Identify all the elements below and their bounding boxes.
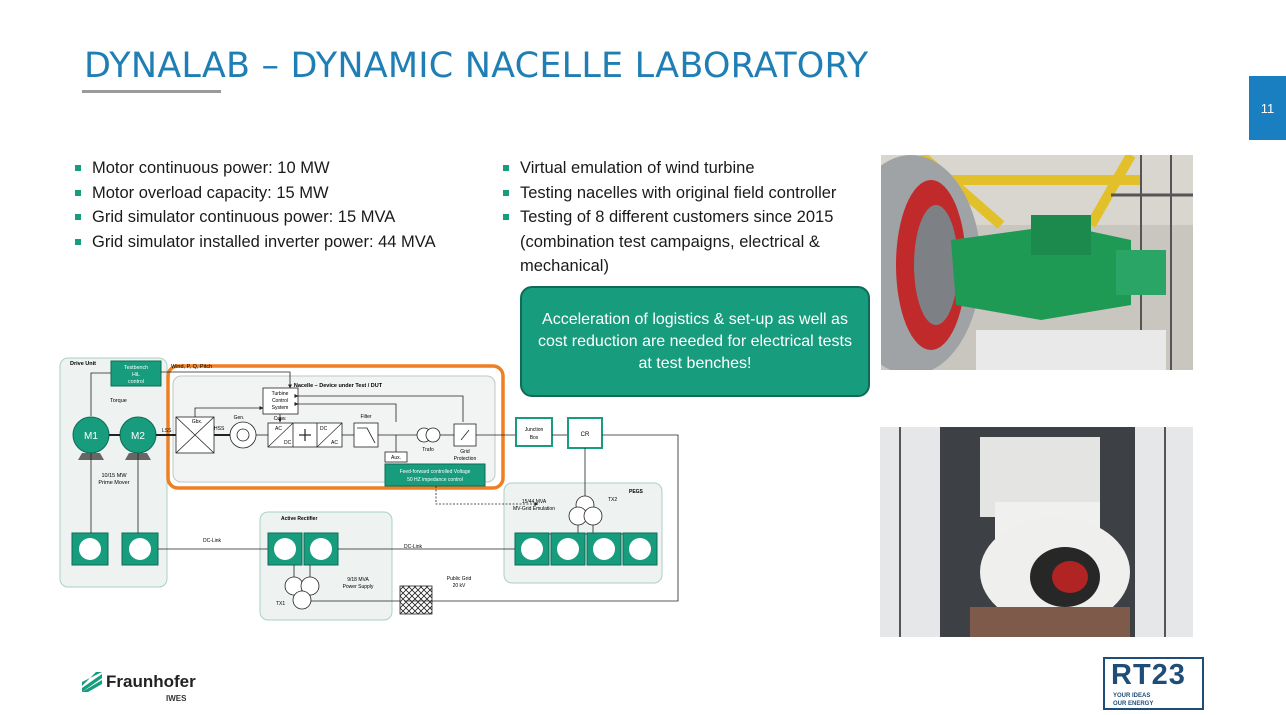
svg-text:Public Grid: Public Grid — [447, 576, 472, 582]
drive-unit-label: Drive Unit — [70, 361, 96, 367]
feed-forward-box — [384, 463, 486, 487]
svg-text:MV-Grid Emulation: MV-Grid Emulation — [513, 506, 555, 512]
aux-box — [384, 451, 408, 463]
list-item: Motor overload capacity: 15 MW — [75, 181, 436, 206]
wind-label: Wind, P, Q, Pitch — [171, 364, 212, 370]
svg-text:PEGS: PEGS — [629, 489, 644, 495]
rt23-logo: RT23 YOUR IDEAS OUR ENERGY — [1103, 657, 1204, 710]
logo-subtitle: IWES — [166, 694, 187, 703]
svg-text:DC: DC — [284, 440, 292, 446]
svg-text:Gbx.: Gbx. — [192, 419, 203, 425]
svg-text:Aux.: Aux. — [391, 455, 401, 461]
svg-text:20 kV: 20 kV — [453, 583, 466, 589]
rt23-tagline: YOUR IDEAS OUR ENERGY — [1113, 693, 1154, 707]
svg-text:DC: DC — [320, 426, 328, 432]
junction-box — [515, 417, 553, 447]
list-item: Grid simulator installed inverter power:… — [75, 230, 436, 255]
svg-text:AC: AC — [275, 426, 282, 432]
svg-text:System: System — [272, 405, 289, 411]
svg-text:TX1: TX1 — [276, 601, 285, 607]
public-grid — [399, 585, 433, 615]
svg-text:Control: Control — [272, 398, 288, 404]
list-item: Virtual emulation of wind turbine — [503, 156, 873, 181]
specs-list: Motor continuous power: 10 MW Motor over… — [75, 156, 436, 254]
nacelle-orange-frame — [166, 364, 505, 490]
testbench-control — [110, 360, 162, 387]
fraunhofer-mark-icon — [82, 672, 102, 692]
torque-label: Torque — [110, 398, 127, 404]
svg-text:DC-Link: DC-Link — [404, 544, 423, 550]
page-title: DYNALAB – DYNAMIC NACELLE LABORATORY — [84, 46, 869, 86]
svg-text:Trafo: Trafo — [422, 447, 434, 453]
nacelle-photo-green — [881, 155, 1193, 370]
svg-text:M1: M1 — [84, 431, 98, 442]
svg-text:Power Supply: Power Supply — [343, 584, 374, 590]
svg-text:AC: AC — [331, 440, 338, 446]
rectifier-inverters — [267, 532, 339, 566]
svg-text:M2: M2 — [131, 431, 145, 442]
svg-text:Box: Box — [530, 435, 539, 441]
logo-text: Fraunhofer — [106, 672, 196, 691]
generator — [229, 421, 257, 449]
svg-text:Turbine: Turbine — [272, 391, 289, 397]
svg-text:Conv.: Conv. — [274, 416, 287, 422]
list-item: Grid simulator continuous power: 15 MVA — [75, 205, 436, 230]
rt23-text: RT23 — [1111, 659, 1186, 691]
list-item: Testing nacelles with original field con… — [503, 181, 873, 206]
title-underline — [82, 90, 221, 93]
svg-text:Feed-forward controlled Voltag: Feed-forward controlled Voltage — [400, 469, 471, 475]
svg-text:Protection: Protection — [454, 456, 477, 462]
svg-text:CR: CR — [581, 432, 590, 438]
cr-box — [567, 417, 603, 449]
fraunhofer-logo: Fraunhofer — [82, 672, 196, 692]
nacelle-photo-white — [880, 427, 1193, 637]
filter — [353, 422, 379, 448]
list-item: Motor continuous power: 10 MW — [75, 156, 436, 181]
callout-box: Acceleration of logistics & set-up as we… — [520, 286, 870, 397]
svg-text:DC-Link: DC-Link — [203, 538, 222, 544]
schematic-diagram: Drive Unit Testbench HiL control Wind, P… — [59, 357, 679, 621]
lss-label: LSS — [162, 428, 172, 434]
list-item: Testing of 8 different customers since 2… — [503, 205, 873, 279]
pegs-inverters — [514, 532, 658, 566]
svg-text:Filter: Filter — [360, 414, 371, 420]
svg-text:Grid: Grid — [460, 449, 470, 455]
svg-text:Active Rectifier: Active Rectifier — [281, 516, 317, 522]
hss-label: HSS — [214, 426, 225, 432]
nacelle-label: Nacelle – Device under Test / DUT — [294, 383, 383, 389]
svg-text:Prime Mover: Prime Mover — [98, 480, 129, 486]
svg-text:50 HZ impedance control: 50 HZ impedance control — [407, 477, 463, 483]
drive-inverters — [71, 532, 159, 566]
svg-text:control: control — [128, 379, 144, 385]
svg-text:HiL: HiL — [132, 372, 140, 378]
svg-text:15/44 MVA: 15/44 MVA — [522, 499, 547, 505]
svg-text:Gen.: Gen. — [234, 415, 245, 421]
page-number: 11 — [1249, 76, 1286, 140]
features-list: Virtual emulation of wind turbine Testin… — [503, 156, 873, 279]
svg-text:TX2: TX2 — [608, 497, 617, 503]
svg-text:Testbench: Testbench — [124, 365, 148, 371]
svg-text:Junction: Junction — [525, 427, 544, 433]
turbine-control-system — [262, 387, 299, 415]
svg-text:10/15 MW: 10/15 MW — [101, 473, 127, 479]
svg-text:9/18 MVA: 9/18 MVA — [347, 577, 369, 583]
